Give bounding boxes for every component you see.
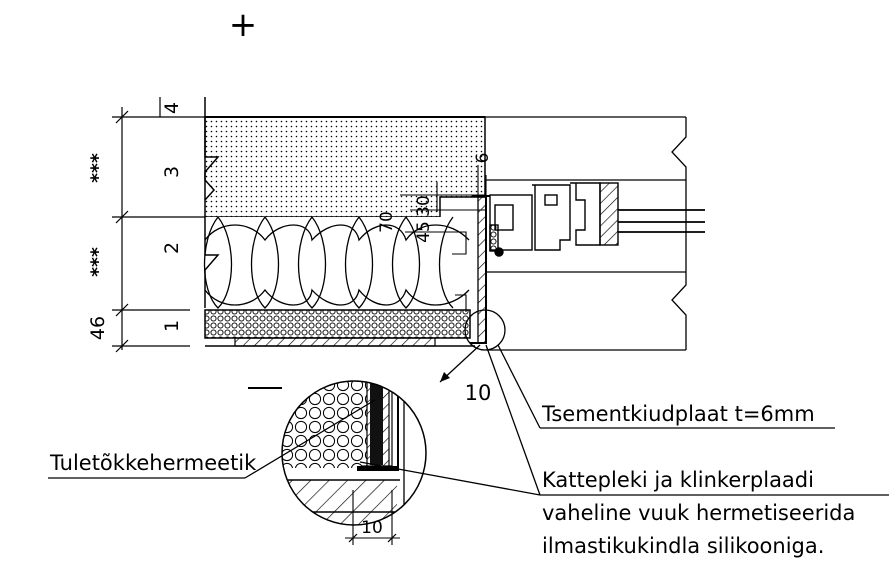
joint-note-line-1: Katteplekі ja klinkerplaadi <box>542 468 814 492</box>
plus-symbol: + <box>229 5 258 45</box>
stars-upper: *** <box>87 153 109 183</box>
fibre-cement-board <box>477 196 487 344</box>
fibre-board-leader <box>497 344 541 429</box>
thickness-46-label: 46 <box>87 316 109 340</box>
joint-note-line-2: vaheline vuuk hermetiseerida <box>542 501 855 525</box>
layer-2-label: 2 <box>161 242 183 254</box>
dim-6-label: 6 <box>473 153 493 164</box>
layer-4-label: 4 <box>161 102 183 114</box>
break-line-mid <box>204 217 220 308</box>
detail-reference-circle <box>464 309 506 351</box>
dim-70-label: 70 <box>377 211 397 233</box>
dim-10-main-label: 10 <box>465 381 492 405</box>
layer-3-label: 3 <box>161 166 183 178</box>
window-dimension-chain <box>400 165 487 312</box>
dim-45-label: 45 <box>414 221 434 243</box>
window-frame-profile <box>489 182 705 257</box>
joint-note-line-3: ilmastikukindla silikooniga. <box>542 534 824 558</box>
leader-arrow-head <box>440 372 450 382</box>
layer-1-label: 1 <box>161 320 183 332</box>
layer-1-board <box>204 309 471 339</box>
joint-note-leader-a <box>359 461 541 496</box>
joint-note-leader-b <box>485 344 541 496</box>
fire-sealant-label: Tuletõkkehermeetik <box>49 451 257 475</box>
fire-sealant-leader <box>244 399 376 479</box>
enlarged-detail <box>281 380 427 545</box>
left-dimension-chain <box>112 97 205 353</box>
break-line-top <box>204 97 220 200</box>
dim-10-detail-label: 10 <box>361 518 383 538</box>
wall-right-lines <box>485 116 687 351</box>
clinker-tile-hatch <box>234 337 436 347</box>
layer-3-dotted-concrete <box>204 116 486 218</box>
stars-lower: *** <box>87 247 109 277</box>
dim-30-label: 30 <box>414 195 434 217</box>
fibre-cement-board-label: Tsementkiudplaat t=6mm <box>541 402 815 426</box>
cover-flashing <box>470 195 490 344</box>
